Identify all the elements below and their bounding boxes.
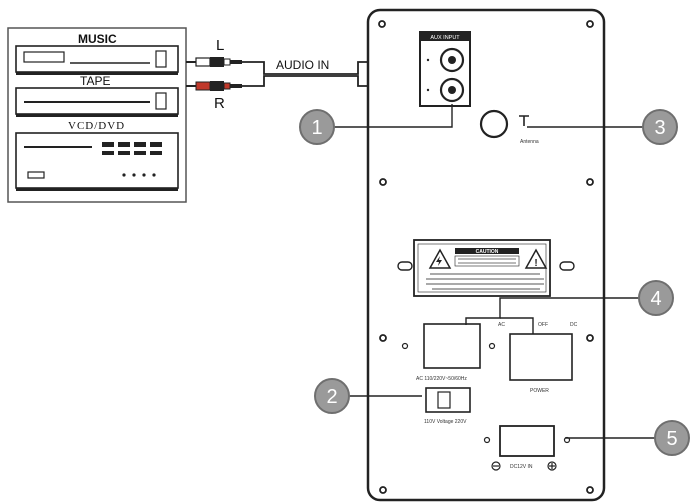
positive-terminal-icon [547, 461, 557, 471]
music-label: MUSIC [78, 32, 117, 46]
callout-5: 5 [654, 420, 690, 456]
svg-text:!: ! [534, 258, 537, 269]
dc-input: DC12V IN [483, 425, 571, 471]
left-channel-label-source: L [216, 37, 224, 54]
tape-label: TAPE [80, 74, 110, 88]
audio-in-label: AUDIO IN [276, 58, 329, 72]
cable-line-left [242, 61, 368, 75]
dc-input-label: DC12V IN [510, 464, 533, 470]
antenna-jack: Antenna [479, 109, 539, 145]
ac-power-socket: AC 110/220V~50/60Hz [401, 323, 496, 382]
callout-3: 3 [642, 109, 678, 145]
rca-plug-right-red-source [186, 81, 242, 91]
callout-leaders [334, 104, 656, 439]
callout-1-number: 1 [311, 117, 322, 139]
vcd-dvd-unit [15, 132, 179, 191]
callout-2: 2 [314, 378, 350, 414]
callout-4-number: 4 [650, 288, 661, 310]
callout-1: 1 [299, 109, 335, 145]
voltage-selector-label: 110V Voltage 220V [424, 419, 467, 425]
aux-input-label: AUX INPUT [430, 35, 460, 41]
ac-voltage-label: AC 110/220V~50/60Hz [416, 376, 467, 382]
rca-plug-left-white-source [186, 57, 242, 67]
vcd-dvd-label: VCD/DVD [68, 120, 125, 132]
callout-5-number: 5 [666, 428, 677, 450]
caution-label-plate: ! CAUTION [413, 239, 551, 297]
power-switch: AC OFF DC POWER [498, 322, 578, 394]
dc-label: DC [570, 322, 578, 328]
power-label: POWER [530, 388, 549, 394]
vent-slot-right [559, 261, 575, 271]
tape-unit [15, 87, 179, 117]
callout-3-number: 3 [654, 117, 665, 139]
mounting-screws [378, 20, 594, 494]
cable-line-right [242, 75, 368, 87]
antenna-label: Antenna [520, 139, 539, 145]
off-label: OFF [538, 322, 548, 328]
callout-4: 4 [638, 280, 674, 316]
callout-2-number: 2 [326, 386, 337, 408]
music-unit [15, 45, 179, 75]
aux-input-jacks: AUX INPUT [419, 31, 471, 107]
warning-triangle-right-icon [524, 248, 548, 269]
right-channel-label-source: R [214, 95, 225, 112]
vent-slot-left [397, 261, 413, 271]
voltage-selector: 110V Voltage 220V [424, 387, 471, 425]
caution-title: CAUTION [476, 249, 499, 255]
warning-triangle-left-icon [428, 248, 452, 269]
ac-label: AC [498, 322, 505, 328]
negative-terminal-icon [491, 461, 501, 471]
rear-panel: AUX INPUT Antenna ! CAUTION [366, 8, 606, 502]
source-devices: MUSIC TAPE VCD/DVD [7, 27, 187, 203]
